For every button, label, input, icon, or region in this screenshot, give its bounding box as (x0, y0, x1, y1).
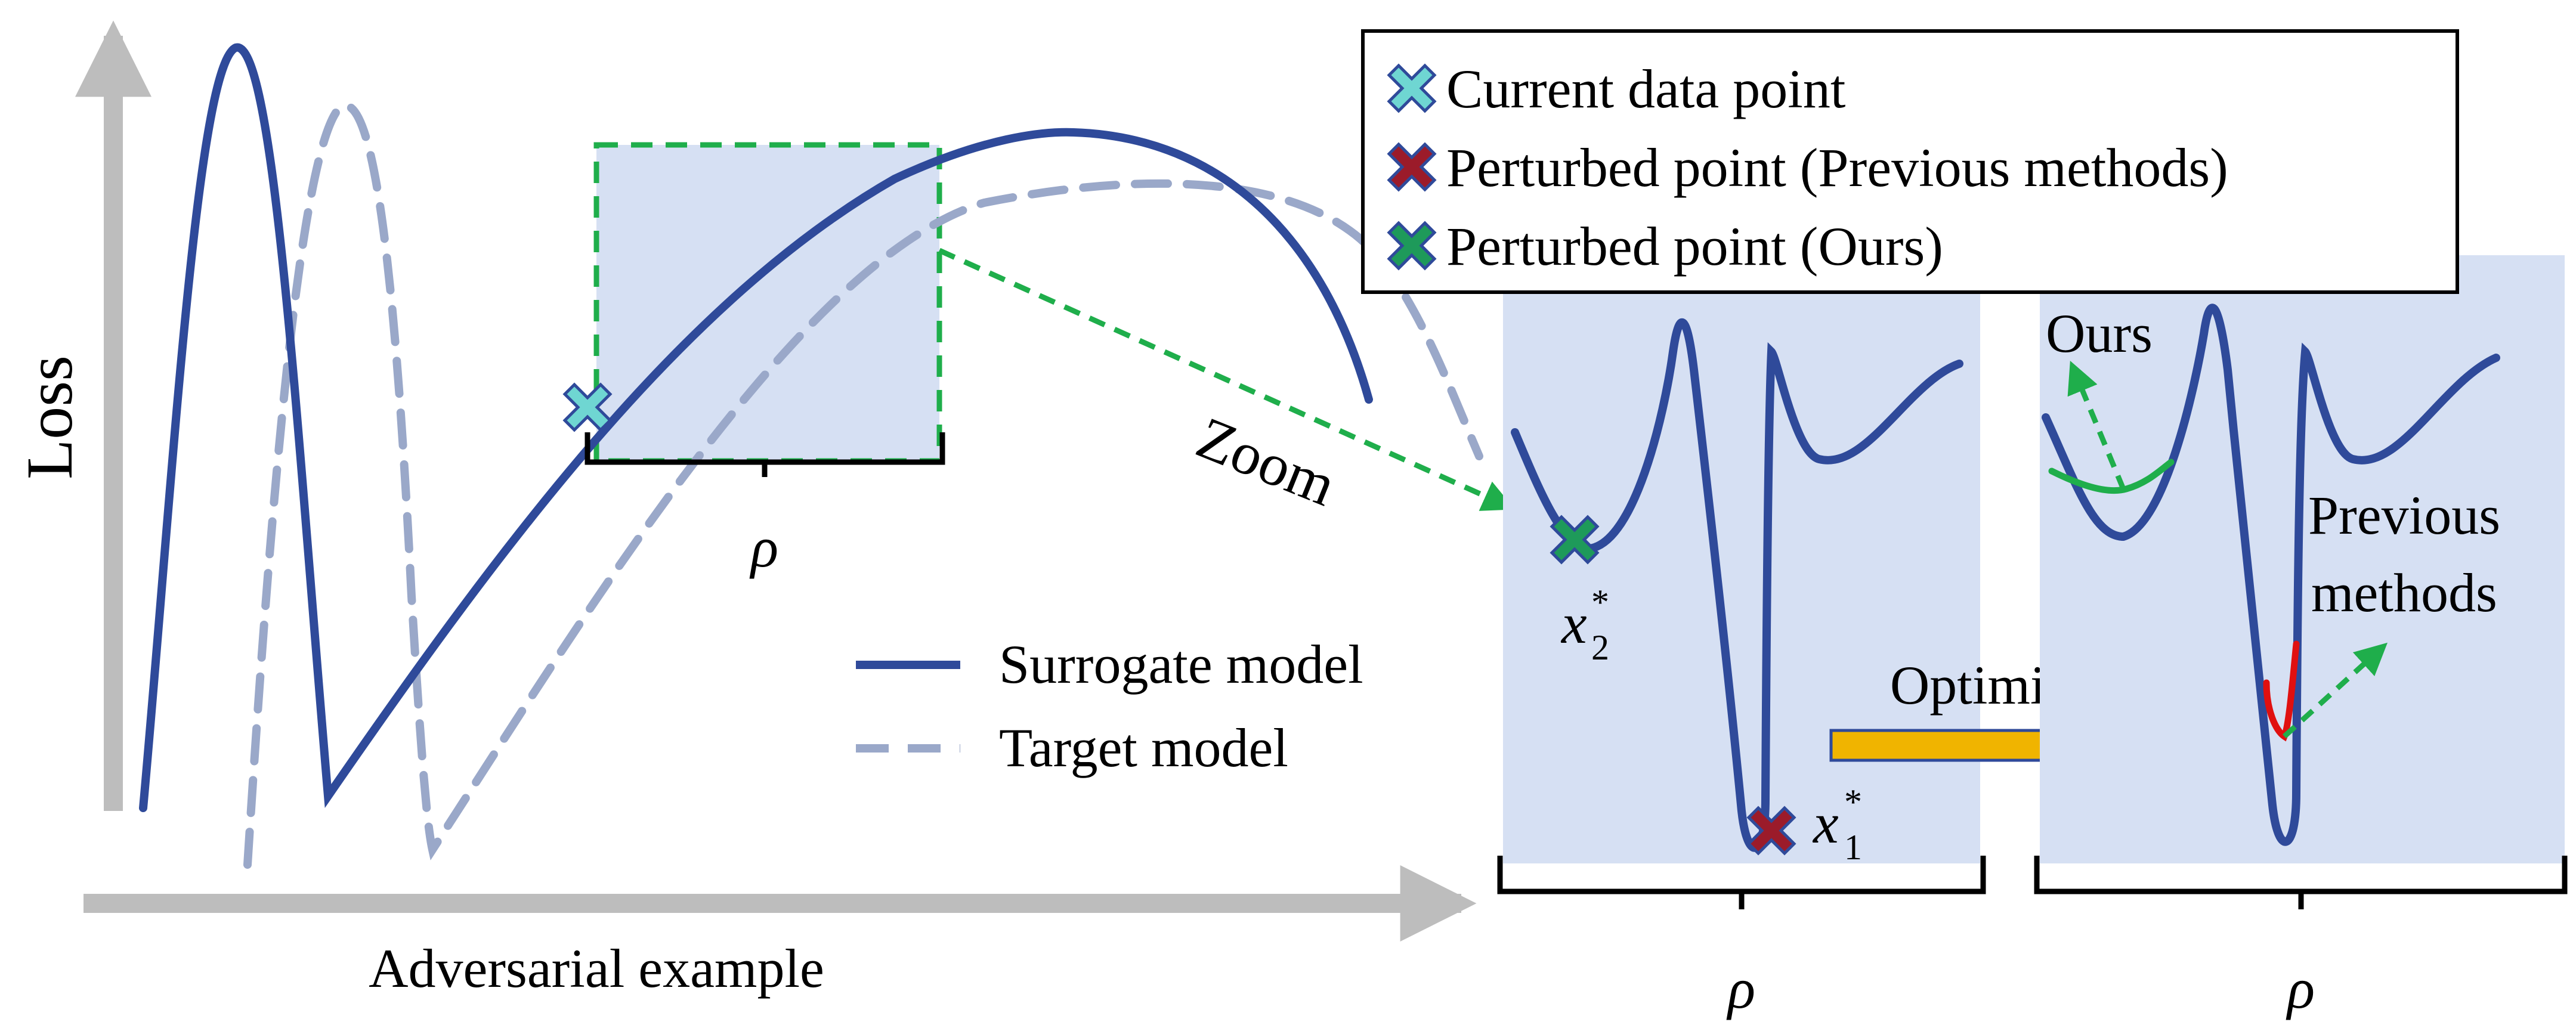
svg-text:x: x (1812, 791, 1839, 855)
y-axis-label: Loss (13, 355, 86, 479)
point-legend: Current data point Perturbed point (Prev… (1361, 29, 2459, 294)
legend-current-label: Current data point (1446, 58, 1846, 119)
svg-text:*: * (1591, 583, 1609, 622)
perturbed-point-previous-marker (1746, 806, 1796, 856)
right-panel-brace (2034, 856, 2568, 909)
legend-previous-label: Perturbed point (Previous methods) (1446, 137, 2228, 198)
surrogate-legend-label: Surrogate model (999, 634, 1363, 695)
ours-annotation: Ours (2046, 303, 2153, 364)
current-data-point-marker (562, 382, 613, 432)
rho-label-right-panel: ρ (2286, 956, 2315, 1020)
left-panel-brace (1497, 856, 1986, 909)
x1-star-label: x 1 * (1812, 782, 1862, 867)
zoom-arrow (938, 247, 1515, 511)
svg-text:x: x (1560, 592, 1587, 655)
perturbed-point-ours-marker (1550, 515, 1600, 565)
svg-text:2: 2 (1591, 628, 1609, 667)
rho-label-main: ρ (749, 515, 778, 579)
zoom-left-surrogate-curve (1511, 318, 1963, 852)
legend-previous-marker (1387, 142, 1437, 192)
zoom-panel-left (1503, 255, 1980, 863)
svg-text:*: * (1844, 782, 1862, 822)
legend-ours-label: Perturbed point (Ours) (1446, 216, 1943, 277)
legend-ours-marker (1387, 221, 1437, 271)
x2-star-label: x 2 * (1560, 583, 1609, 667)
rho-label-left-panel: ρ (1726, 956, 1755, 1020)
previous-annotation-line1: Previous (2308, 485, 2500, 546)
svg-text:1: 1 (1844, 828, 1862, 867)
neighborhood-region (593, 142, 942, 464)
target-legend-label: Target model (999, 717, 1288, 778)
ours-optimized-green-curve (2048, 459, 2175, 494)
surrogate-model-curve (139, 43, 1373, 812)
region-brace (585, 432, 945, 477)
x-axis-label: Adversarial example (369, 938, 824, 999)
previous-annotation-line2: methods (2311, 562, 2497, 623)
legend-current-marker (1387, 63, 1437, 113)
target-model-curve (243, 101, 1483, 869)
